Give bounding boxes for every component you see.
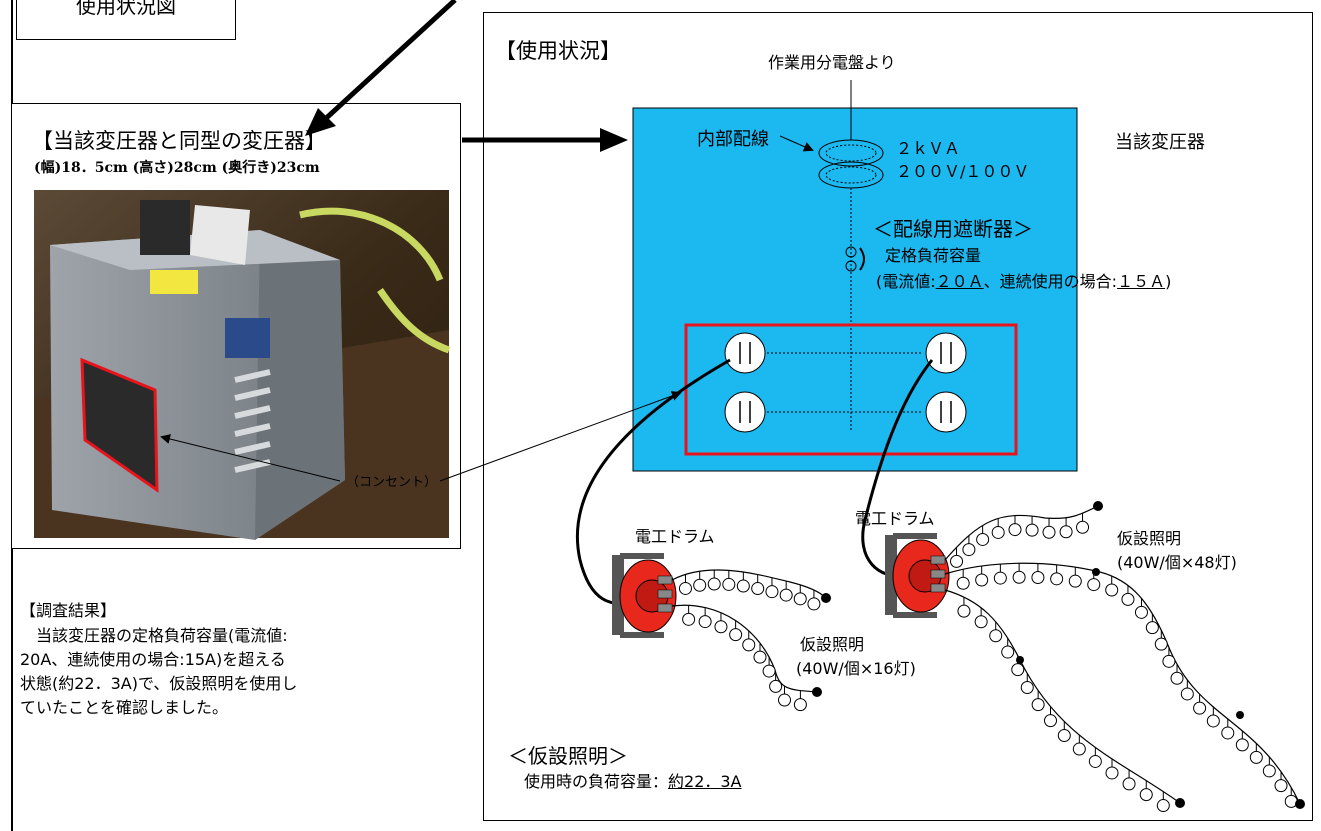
findings-heading: 【調査結果】 [20, 601, 117, 620]
breaker-capacity: 定格負荷容量 [885, 246, 982, 265]
outlet-label: （コンセント） [346, 475, 438, 490]
internal-wiring-label: 内部配線 [697, 129, 769, 150]
breaker-current-suffix: ) [1165, 272, 1172, 291]
usage-heading: 【使用状況】 [495, 39, 621, 63]
transformer-label: 当該変圧器 [1115, 132, 1205, 153]
photo-dimensions: (幅)18．5cm (高さ)28cm (奥行き)23cm [34, 160, 320, 176]
rating-line-1: ２ｋＶＡ [896, 139, 961, 158]
load-capacity-prefix: 使用時の負荷容量： [524, 772, 669, 791]
breaker-current-value2: １５Ａ [1117, 272, 1166, 291]
breaker-current: (電流値:２０Ａ、連続使用の場合:１５Ａ) [876, 268, 1171, 292]
load-capacity-value: 約22．3A [668, 772, 742, 791]
drum-label-right: 電工ドラム [855, 509, 935, 528]
breaker-current-prefix: (電流値: [876, 272, 936, 291]
findings-line-2: 20A、連続使用の場合:15A)を超える [20, 650, 286, 669]
drum-label-left: 電工ドラム [635, 527, 715, 546]
lighting-right-detail: (40W/個×48灯) [1117, 553, 1237, 572]
temp-lighting-title: ＜仮設照明＞ [508, 744, 628, 768]
rating-line-2: ２００Ｖ/１００Ｖ [896, 162, 1030, 181]
lighting-right-title: 仮設照明 [1117, 529, 1182, 548]
breaker-current-value: ２０Ａ [935, 272, 984, 291]
findings-line-1: 当該変圧器の定格負荷容量(電流値: [20, 626, 288, 645]
breaker-title: ＜配線用遮断器＞ [873, 217, 1033, 241]
findings-line-4: ていたことを確認しました。 [20, 698, 229, 717]
page-title: 使用状況図 [76, 0, 176, 18]
load-capacity: 使用時の負荷容量：約22．3A [524, 768, 742, 792]
lighting-left-title: 仮設照明 [800, 635, 865, 654]
title-box: 使用状況図 [16, 0, 236, 40]
power-source-label: 作業用分電盤より [768, 53, 896, 72]
findings-line-3: 状態(約22．3A)で、仮設照明を使用し [20, 674, 298, 693]
breaker-current-mid: 、連続使用の場合: [983, 272, 1118, 291]
lighting-left-detail: (40W/個×16灯) [796, 659, 916, 678]
photo-heading: 【当該変圧器と同型の変圧器】 [32, 129, 326, 153]
